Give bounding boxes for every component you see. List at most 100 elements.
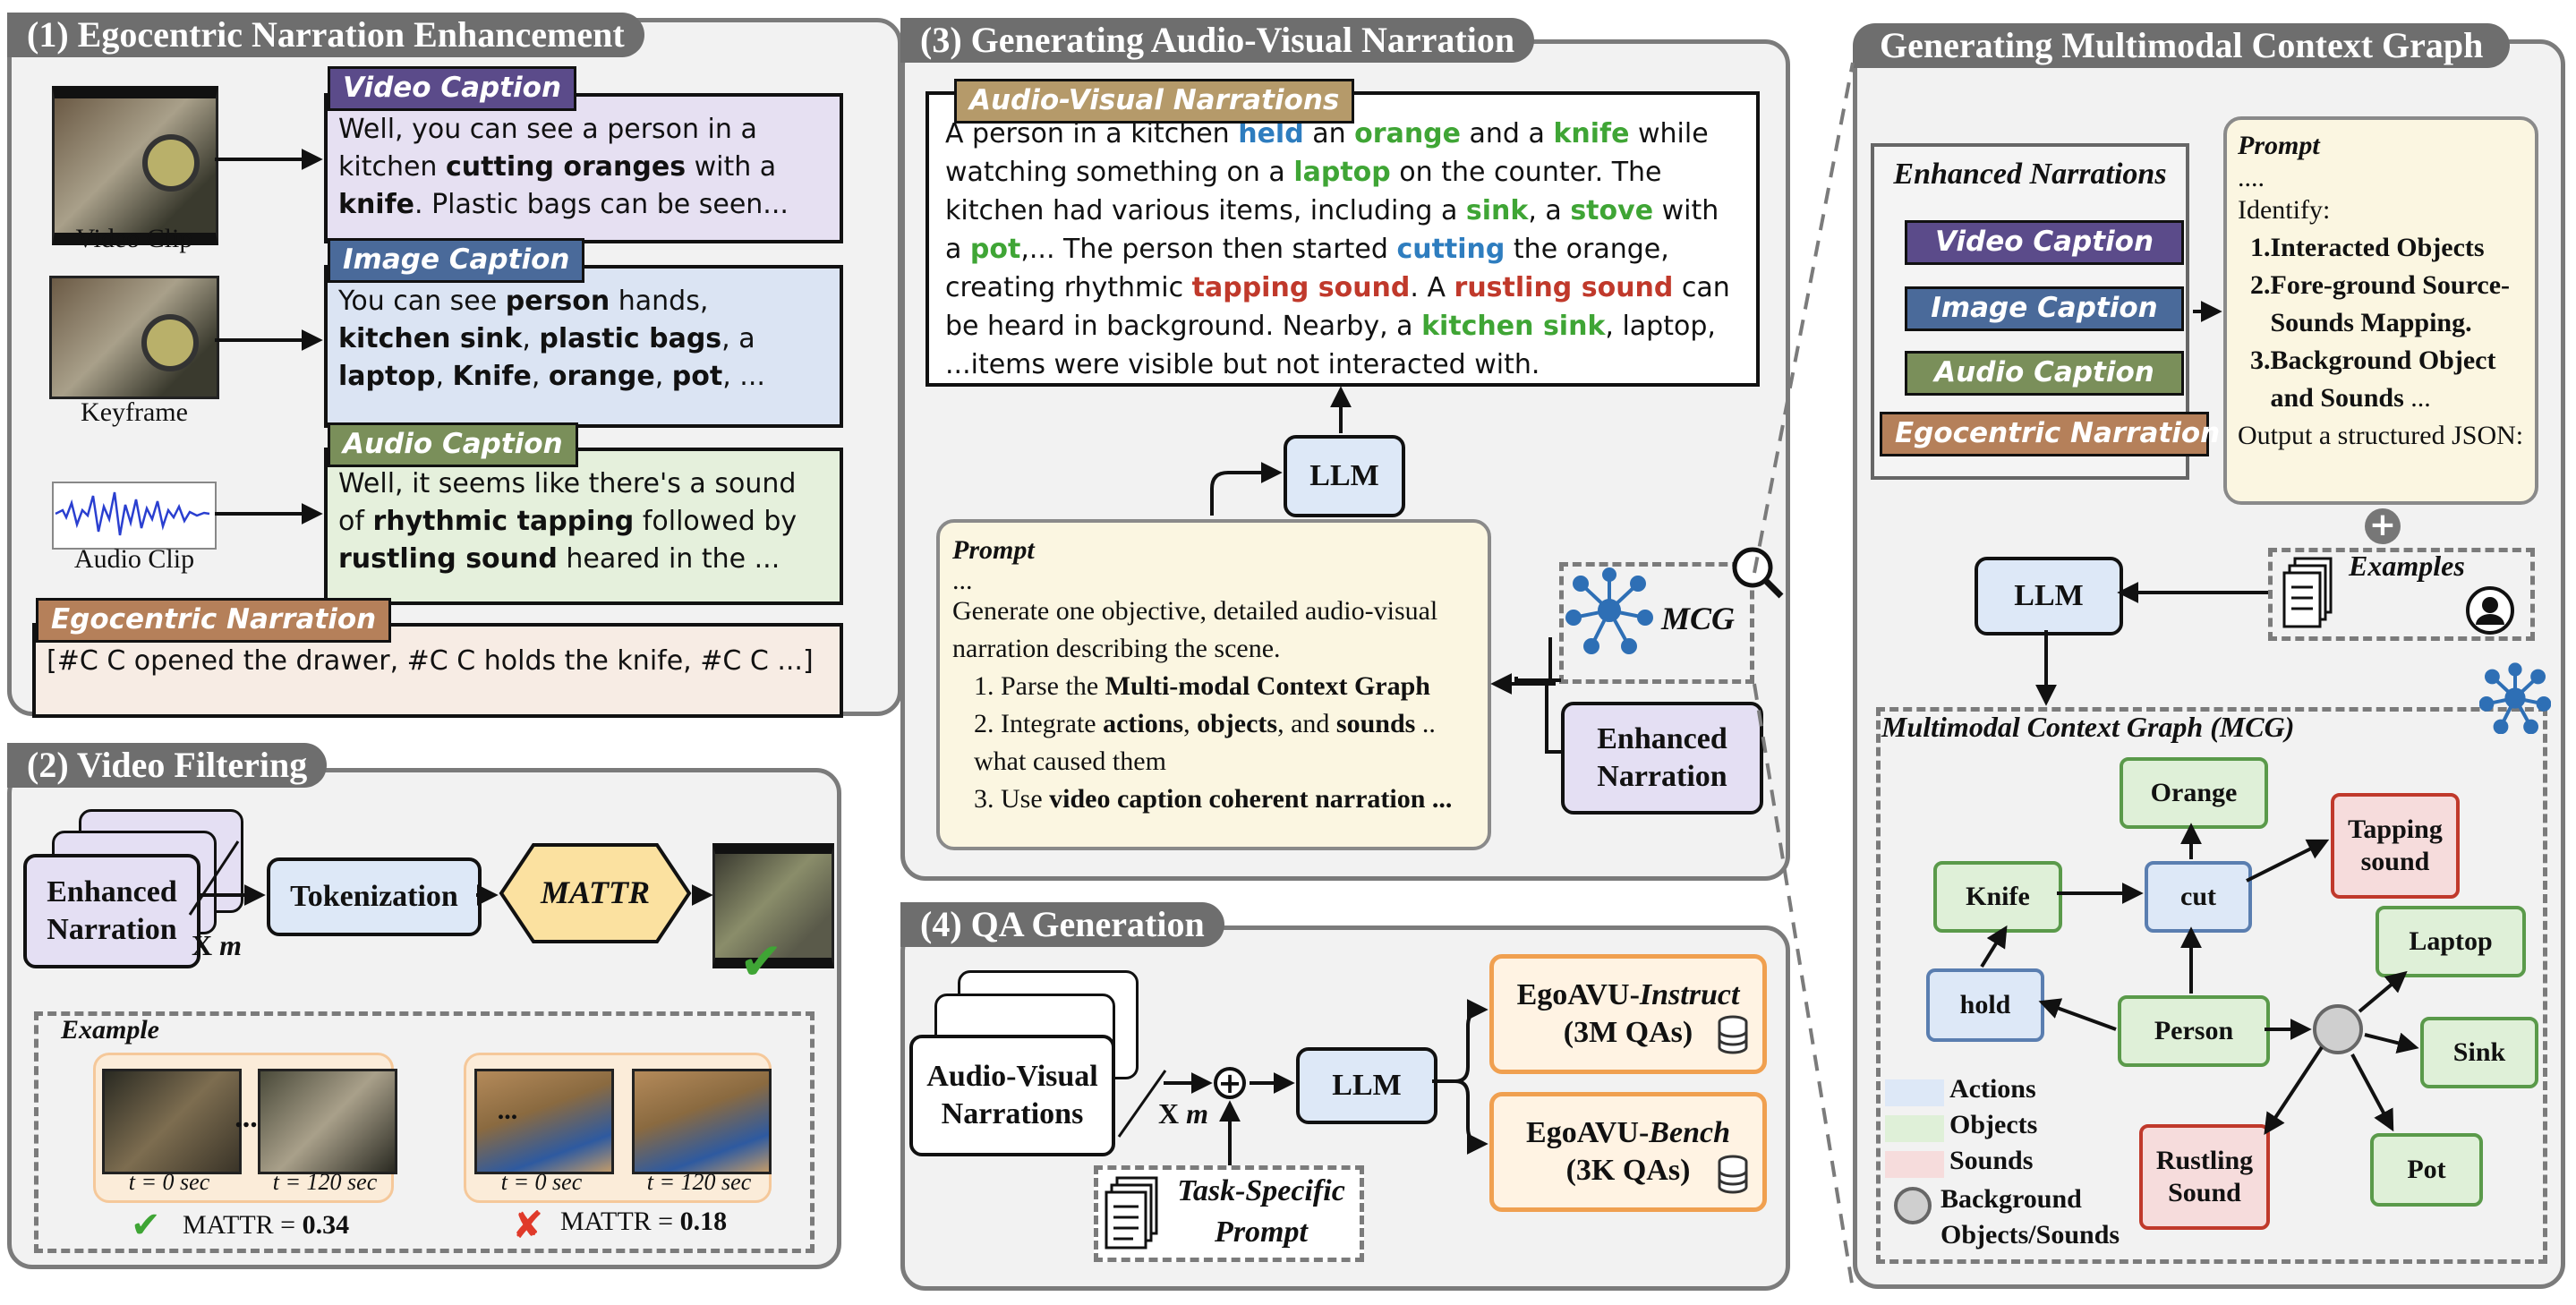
audio-caption-box: Well, it seems like there's a sound of r… — [324, 448, 843, 605]
database-icon — [1718, 1015, 1748, 1054]
egocentric-narration-tag: Egocentric Narration — [36, 598, 392, 643]
prompt-step2: 2. Integrate actions, objects, and sound… — [974, 709, 1436, 776]
node-knife: Knife — [1933, 861, 2062, 933]
times-m-label: X m — [192, 929, 242, 961]
mcg-label: MCG — [1661, 601, 1736, 636]
bad-mattr: MATTR = 0.18 — [560, 1207, 728, 1236]
prompt-line: Generate one objective, detailed audio-v… — [952, 596, 1438, 663]
mcg-graph-box — [1876, 707, 2547, 1264]
av-narrations-tag: Audio-Visual Narrations — [954, 79, 1355, 124]
narration-segment: knife — [1553, 118, 1630, 149]
mattr-label: MATTR — [540, 874, 651, 910]
mcg-graph-title: Multimodal Context Graph (MCG) — [1881, 711, 2295, 743]
enhanced-narration-node: Enhanced Narration — [23, 854, 200, 968]
legend-sounds-swatch — [1885, 1151, 1944, 1178]
narration-segment: with a — [945, 195, 1719, 265]
egoavu-bench-node: EgoAVU-Bench (3K QAs) — [1489, 1092, 1767, 1212]
document-stack-icon — [1105, 1176, 1158, 1250]
av-narration-text: A person in a kitchen held an orange and… — [945, 118, 1730, 380]
prompt5-dots: .... — [2238, 163, 2265, 192]
bad-frames-ellipsis: ... — [497, 1096, 518, 1125]
node-laptop: Laptop — [2376, 906, 2526, 977]
narration-segment: sink — [1465, 195, 1529, 226]
node-person: Person — [2118, 995, 2270, 1067]
panel4-title: (4) QA Generation — [900, 902, 1224, 947]
legend-background-label: Background Objects/Sounds — [1941, 1184, 2120, 1250]
example-box — [34, 1011, 815, 1253]
user-icon — [2466, 586, 2514, 635]
panel1-title: (1) Egocentric Narration Enhancement — [7, 13, 644, 57]
magnifier-icon — [1732, 547, 1784, 599]
tag-image-caption: Image Caption — [1905, 286, 2184, 331]
plus-icon: + — [2365, 508, 2401, 544]
image-caption-box: You can see person hands, kitchen sink, … — [324, 265, 843, 428]
graph-network-icon — [2479, 662, 2551, 734]
examples-box — [2268, 548, 2535, 641]
narration-segment: , a — [1528, 195, 1571, 226]
audio-waveform-icon — [52, 482, 217, 550]
legend-actions-swatch — [1885, 1079, 1944, 1106]
narration-segment: while watching something on a — [945, 118, 1709, 188]
narration-segment: orange — [1354, 118, 1461, 149]
llm-node-panel4: LLM — [1296, 1047, 1437, 1124]
good-frame-t0 — [102, 1069, 242, 1174]
narration-segment: and a — [1461, 118, 1554, 149]
narration-segment: , laptop, ...items were visible but not … — [945, 311, 1716, 380]
enhanced-narrations-title: Enhanced Narrations — [1893, 158, 2167, 191]
legend-background-swatch — [1894, 1187, 1932, 1224]
node-pot: Pot — [2370, 1133, 2483, 1207]
task-prompt-label: Task-Specific Prompt — [1177, 1174, 1345, 1249]
legend-actions-label: Actions — [1949, 1074, 2036, 1104]
good-t0-label: t = 0 sec — [128, 1169, 210, 1195]
good-frame-t120 — [258, 1069, 397, 1174]
video-clip-label: Video Clip — [75, 224, 193, 253]
panel2-title: (2) Video Filtering — [7, 743, 328, 788]
good-mattr: MATTR = 0.34 — [183, 1210, 350, 1240]
legend-objects-swatch — [1885, 1115, 1944, 1142]
mcg-box — [1559, 562, 1754, 684]
prompt-box-panel3: Prompt ... Generate one objective, detai… — [936, 519, 1491, 850]
audio-clip-label: Audio Clip — [73, 544, 195, 574]
narration-segment: . A — [1410, 272, 1454, 303]
node-tapping-sound: Tapping sound — [2331, 793, 2460, 899]
prompt5-title: Prompt — [2238, 131, 2320, 160]
examples-label: Examples — [2349, 550, 2465, 582]
example-label: Example — [61, 1015, 159, 1045]
tag-video-caption: Video Caption — [1905, 220, 2184, 265]
document-stack-icon — [2282, 557, 2333, 628]
prompt-box-panel5: Prompt .... Identify: 1.Interacted Objec… — [2223, 116, 2538, 505]
tokenization-node: Tokenization — [267, 857, 482, 936]
legend-objects-label: Objects — [1949, 1110, 2038, 1139]
good-check-icon: ✔ — [131, 1205, 161, 1246]
av-narrations-node: Audio-Visual Narrations — [909, 1035, 1115, 1156]
database-icon — [1718, 1155, 1748, 1194]
prompt5-item1: 1.Interacted Objects — [2250, 233, 2485, 262]
narration-segment: pot — [969, 234, 1021, 265]
node-background-hub — [2313, 1004, 2363, 1054]
bad-t120-label: t = 120 sec — [646, 1169, 752, 1195]
narration-segment: rustling sound — [1454, 272, 1674, 303]
node-hold: hold — [1926, 968, 2044, 1042]
times-m-label-panel4: X m — [1158, 1097, 1208, 1130]
llm-node-panel3: LLM — [1284, 435, 1405, 517]
prompt5-output: Output a structured JSON: — [2238, 421, 2524, 450]
av-narration-box: A person in a kitchen held an orange and… — [925, 91, 1760, 387]
narration-segment: the orange, creating rhythmic — [945, 234, 1669, 303]
filtered-video-thumbnail — [712, 843, 834, 968]
keyframe-label: Keyframe — [81, 397, 188, 427]
video-clip-thumbnail — [52, 86, 218, 245]
enhanced-narration-node-panel3: Enhanced Narration — [1561, 702, 1763, 815]
narration-segment: ,... The person then started — [1020, 234, 1397, 265]
bad-t0-label: t = 0 sec — [500, 1169, 583, 1195]
bad-frame-t120 — [632, 1069, 772, 1174]
narration-segment: can be heard in background. Nearby, a — [945, 272, 1730, 342]
good-t120-label: t = 120 sec — [272, 1169, 378, 1195]
narration-segment: cutting — [1396, 234, 1506, 265]
panel5-title: Generating Multimodal Context Graph — [1853, 23, 2511, 68]
mattr-diamond — [499, 843, 692, 943]
llm-node-panel5: LLM — [1975, 557, 2123, 635]
bad-frame-t0 — [474, 1069, 614, 1174]
node-rustling-sound: Rustling Sound — [2139, 1124, 2270, 1230]
tag-egocentric-narration: Egocentric Narration — [1880, 412, 2220, 456]
prompt-step1: 1. Parse the Multi-modal Context Graph — [974, 671, 1430, 701]
